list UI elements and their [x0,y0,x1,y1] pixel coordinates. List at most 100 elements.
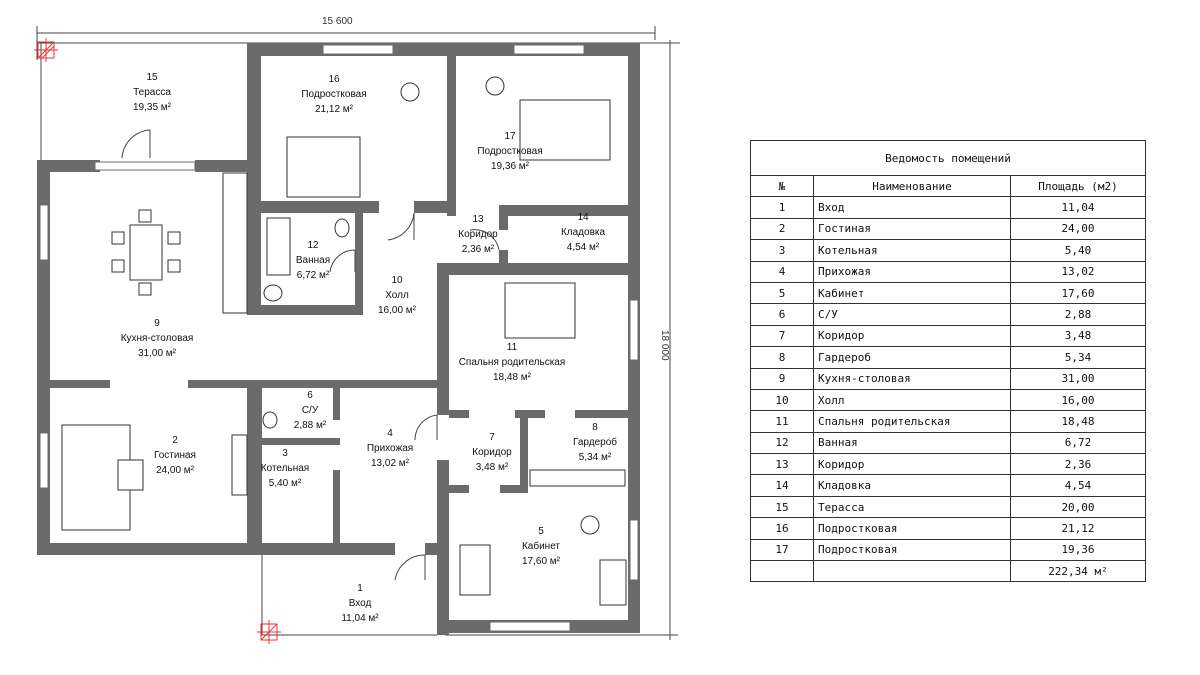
room-name: Терасса [133,87,171,98]
room-label: 6С/У2,88 м² [294,390,327,431]
cell-name: Спальня родительская [813,410,1011,433]
cell-area: 18,48 [1010,410,1146,433]
room-area: 31,00 м² [138,348,177,359]
cell-name: Кладовка [813,474,1011,497]
cell-name: Котельная [813,239,1011,262]
room-name: Коридор [458,229,498,240]
room-area: 2,36 м² [462,244,495,255]
room-name: Котельная [261,463,309,474]
cell-number: 17 [750,538,814,562]
total-row: 222,34 м² [750,560,1146,583]
room-name: Спальня родительская [459,357,566,368]
cell-number: 6 [750,303,814,326]
cell-area: 17,60 [1010,281,1146,305]
cell-area: 3,48 [1010,324,1146,348]
cell-name: Холл [813,388,1011,412]
room-name: Кладовка [561,227,606,238]
room-name: Вход [349,598,372,609]
header-area: Площадь (м2) [1010,174,1146,198]
room-area: 2,88 м² [294,420,327,431]
room-num: 4 [387,428,393,439]
cell-name: С/У [813,303,1011,326]
room-name: Гостиная [154,450,196,461]
cell-area: 21,12 [1010,517,1146,540]
cell-number: 7 [750,324,814,348]
windows [39,44,639,632]
width-label: 15 600 [322,16,353,27]
cell-area: 11,04 [1010,196,1146,219]
room-name: Гардероб [573,436,617,448]
room-num: 15 [146,72,158,83]
cell-number: 11 [750,410,814,433]
room-num: 9 [154,318,160,329]
cell-number: 13 [750,453,814,476]
room-name: Подростковая [477,146,542,157]
room-area: 13,02 м² [371,458,410,469]
room-area: 5,40 м² [269,478,302,489]
room-num: 5 [538,526,544,537]
room-area: 21,12 м² [315,104,354,115]
room-name: С/У [302,405,319,416]
room-area: 16,00 м² [378,305,417,316]
cell-number: 3 [750,239,814,262]
cell-number: 16 [750,517,814,540]
cell-area: 4,54 [1010,474,1146,497]
grid-marker-icon [257,620,281,644]
room-area: 5,34 м² [579,452,612,463]
room-name: Холл [385,290,409,301]
room-name: Прихожая [367,443,413,454]
cell-number: 10 [750,388,814,412]
room-schedule-table: Ведомость помещений № Наименование Площа… [750,140,1146,583]
room-num: 13 [472,214,484,225]
cell-number: 8 [750,346,814,369]
room-area: 24,00 м² [156,465,195,476]
cell-name: Кухня-столовая [813,367,1011,390]
room-name: Подростковая [301,89,366,100]
cell-name: Вход [813,196,1011,219]
room-area: 11,04 м² [341,613,379,624]
room-name: Ванная [296,255,330,266]
room-area: 4,54 м² [567,242,600,253]
room-num: 11 [507,342,518,353]
cell-number: 1 [750,196,814,219]
room-area: 3,48 м² [476,462,509,473]
grid-marker-icon [34,38,58,62]
cell-name: Прихожая [813,260,1011,283]
room-num: 10 [391,275,403,286]
cell-name: Кабинет [813,281,1011,305]
room-num: 2 [172,435,178,446]
header-number: № [750,174,814,198]
cell-area: 13,02 [1010,260,1146,283]
room-num: 1 [357,583,363,594]
cell-number: 12 [750,431,814,455]
room-num: 3 [282,448,288,459]
cell-area: 24,00 [1010,217,1146,241]
cell-name: Коридор [813,453,1011,476]
cell-name: Подростковая [813,517,1011,540]
